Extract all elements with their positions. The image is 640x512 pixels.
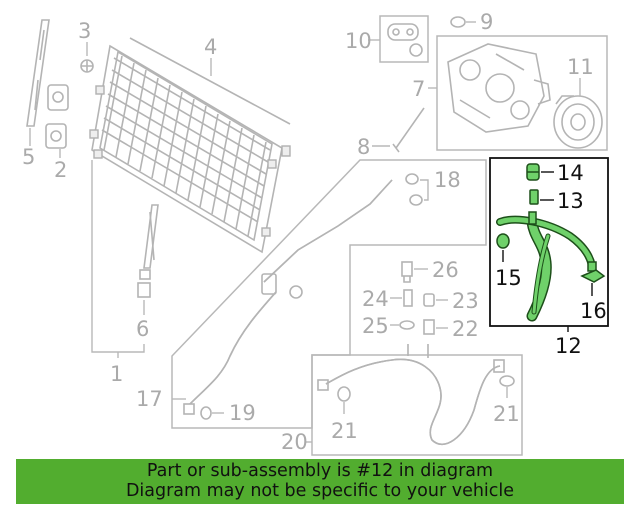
callout-2: 2 xyxy=(54,158,67,182)
part-26-valve xyxy=(401,261,413,283)
callout-9: 9 xyxy=(480,10,493,34)
callout-14: 14 xyxy=(557,161,584,185)
callout-10: 10 xyxy=(345,29,372,53)
callout-13: 13 xyxy=(557,189,584,213)
callout-5: 5 xyxy=(22,145,35,169)
callout-17: 17 xyxy=(136,387,163,411)
part-8-bolt xyxy=(392,107,425,153)
part-6-drier xyxy=(137,204,159,298)
callout-6: 6 xyxy=(136,317,149,341)
part-4-seal-strip xyxy=(129,37,291,125)
part-21-oring-left xyxy=(337,386,351,402)
callout-24: 24 xyxy=(362,287,389,311)
part-5-strip xyxy=(26,19,50,127)
part-20-line xyxy=(317,344,505,446)
part-16-seal xyxy=(580,269,606,283)
part-22-valve xyxy=(423,319,435,335)
callout-1: 1 xyxy=(110,362,123,386)
part-3-bolt xyxy=(80,59,94,73)
callout-22: 22 xyxy=(452,317,479,341)
part-21-oring-right xyxy=(499,375,515,387)
part-10-seal xyxy=(387,23,423,57)
part-9-oring xyxy=(450,16,466,28)
callout-26: 26 xyxy=(432,258,459,282)
callout-11: 11 xyxy=(567,55,594,79)
callout-3: 3 xyxy=(78,19,91,43)
callout-16: 16 xyxy=(580,299,607,323)
part-7-compressor xyxy=(447,43,551,133)
callout-12: 12 xyxy=(555,334,582,358)
callout-20: 20 xyxy=(281,430,308,454)
part-12-hose xyxy=(496,211,597,322)
callout-23: 23 xyxy=(452,289,479,313)
part-17-hose xyxy=(183,179,393,415)
part-25-oring xyxy=(399,320,415,330)
part-24-valve xyxy=(403,289,413,307)
part-11-clutch xyxy=(553,95,603,149)
part-4-condenser xyxy=(89,44,291,254)
banner-line-2: Diagram may not be specific to your vehi… xyxy=(125,481,515,501)
part-18-orings xyxy=(405,173,423,206)
part-19-oring xyxy=(200,406,212,420)
part-15-oring xyxy=(496,233,510,249)
part-2-brackets xyxy=(45,84,69,149)
part-13-valve xyxy=(529,189,539,205)
callout-21-left: 21 xyxy=(331,419,358,443)
callout-21-right: 21 xyxy=(493,402,520,426)
part-14-cap xyxy=(526,163,540,181)
notice-banner: Part or sub-assembly is #12 in diagram D… xyxy=(16,459,624,504)
part-23-cap xyxy=(423,293,435,307)
callout-19: 19 xyxy=(229,401,256,425)
part-12-box xyxy=(489,157,609,327)
callout-25: 25 xyxy=(362,314,389,338)
callout-8: 8 xyxy=(357,135,370,159)
callout-7: 7 xyxy=(412,77,425,101)
callout-18: 18 xyxy=(434,168,461,192)
callout-4: 4 xyxy=(204,35,217,59)
callout-15: 15 xyxy=(495,266,522,290)
banner-line-1: Part or sub-assembly is #12 in diagram xyxy=(146,461,494,481)
